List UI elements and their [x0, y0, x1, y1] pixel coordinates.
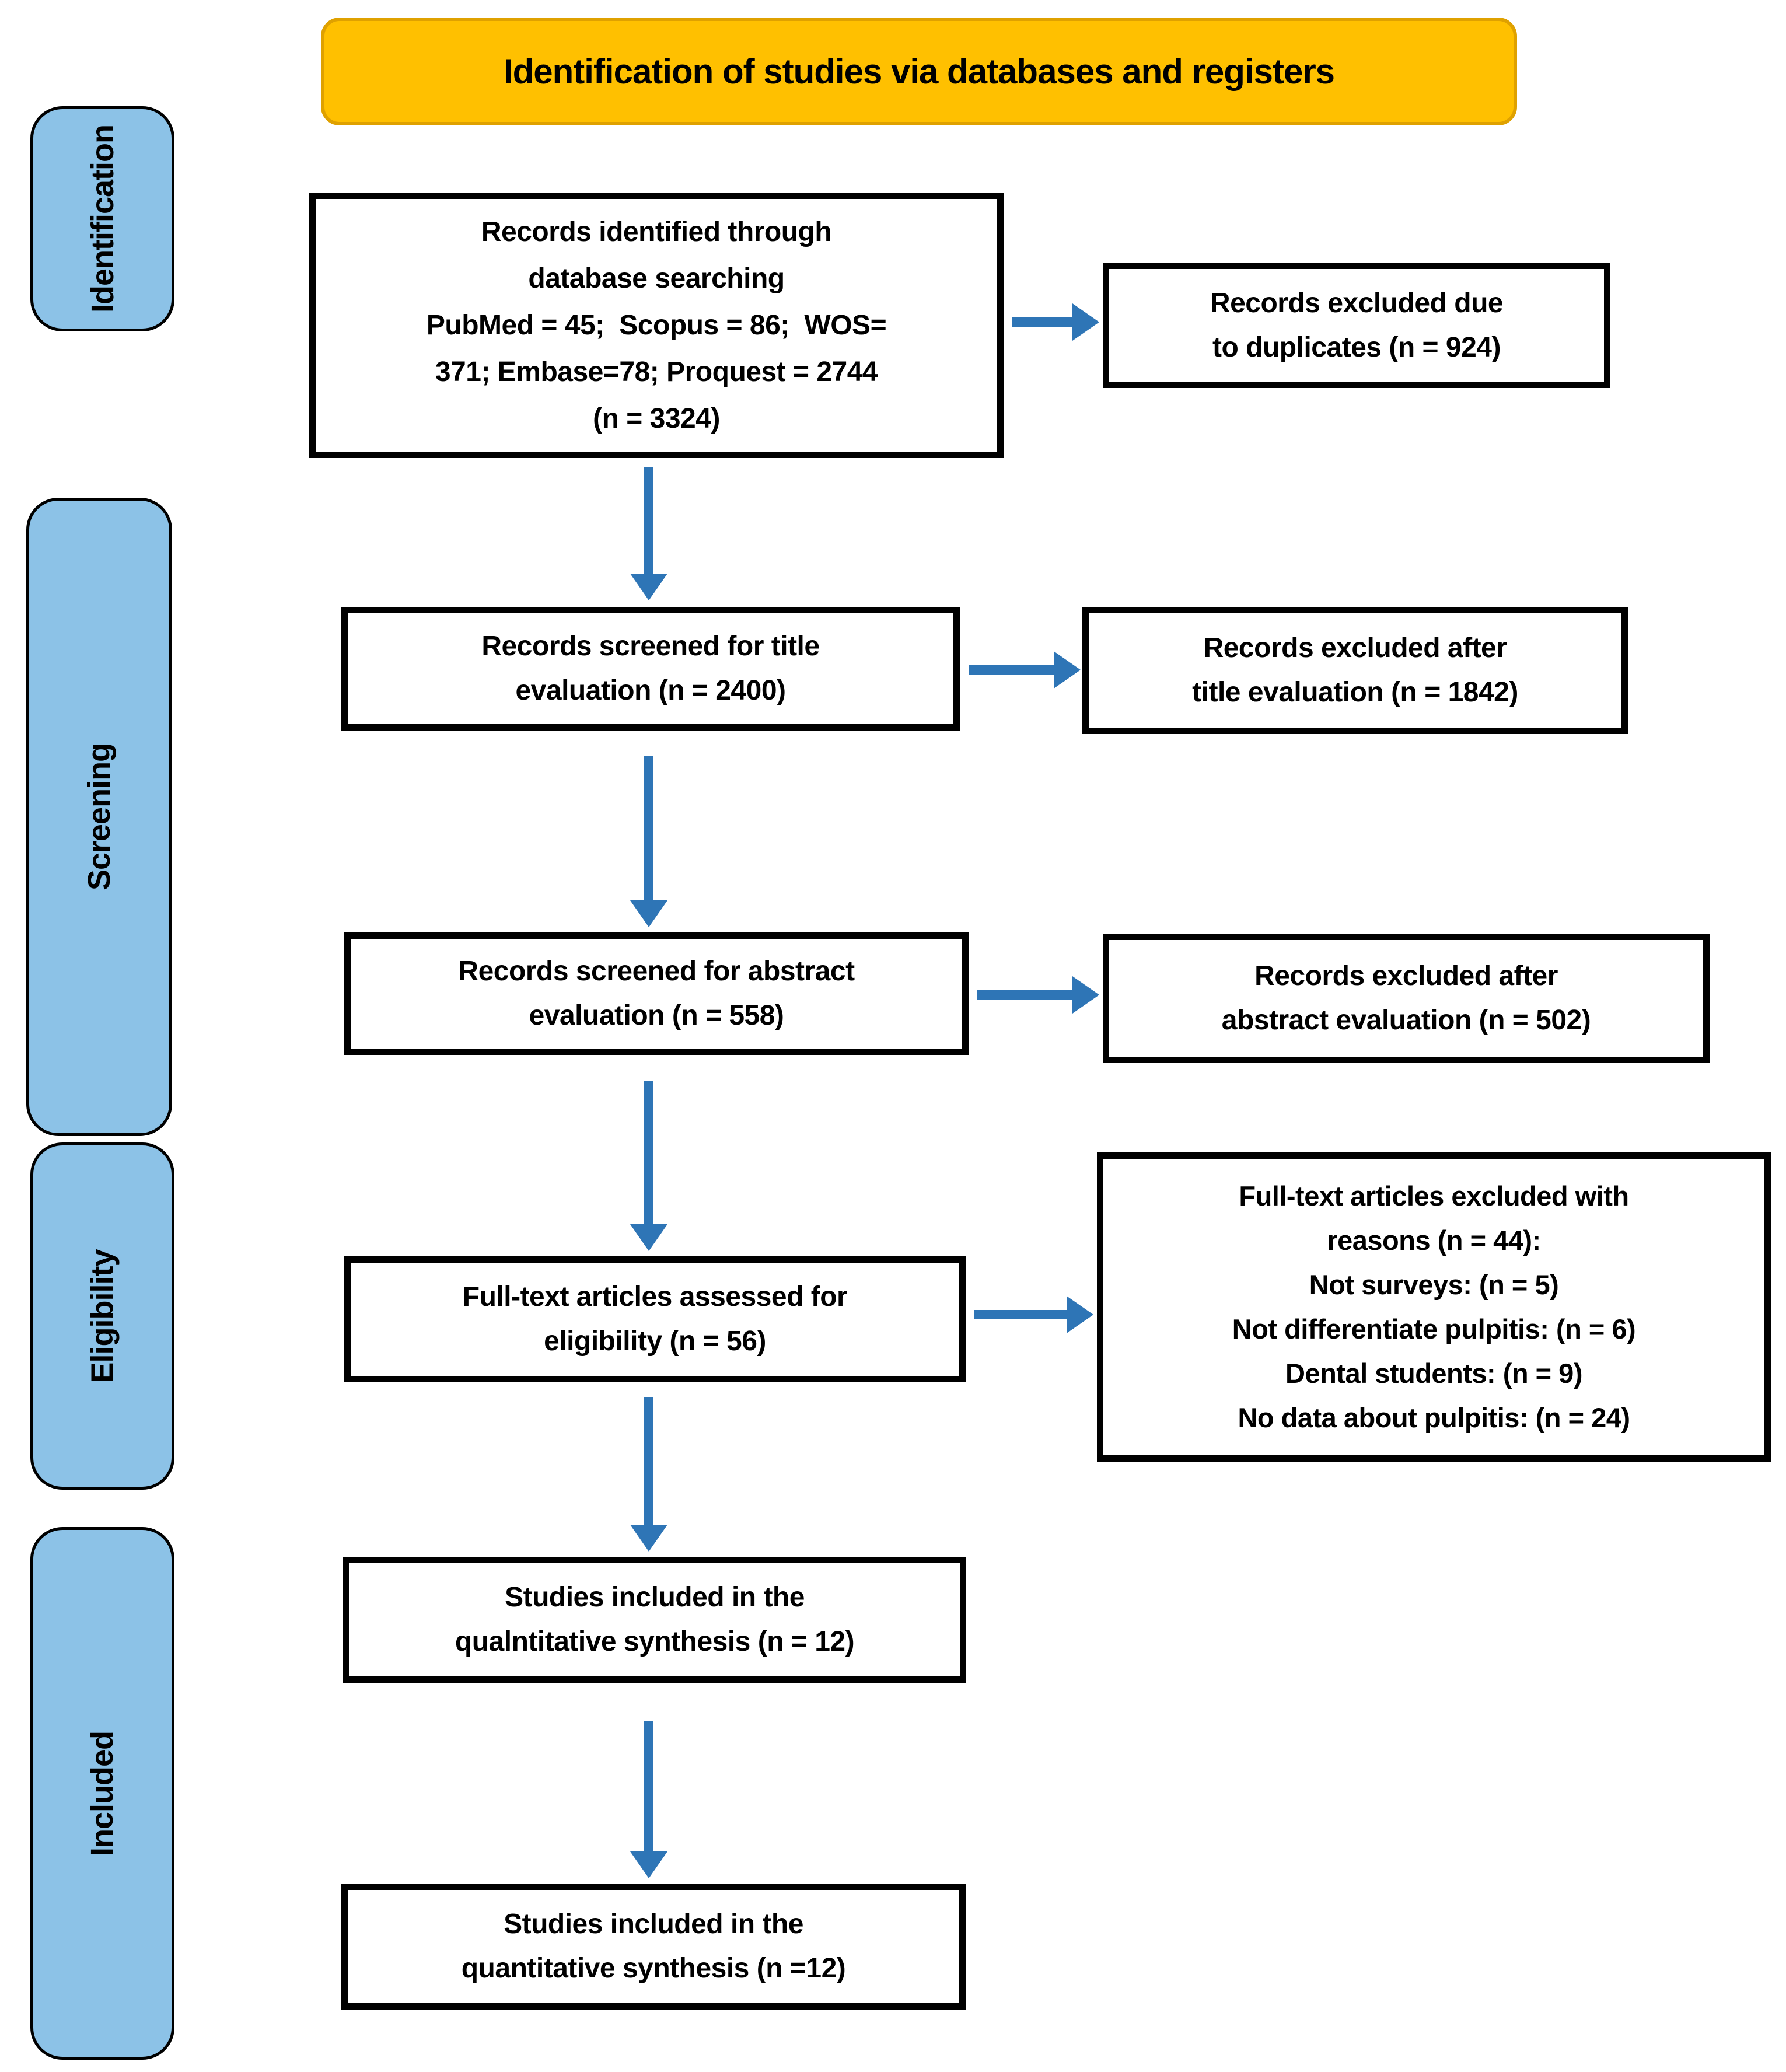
- text-line: Studies included in the: [504, 1909, 803, 1940]
- title-banner: Identification of studies via databases …: [321, 18, 1517, 125]
- text-line: Studies included in the: [505, 1582, 805, 1613]
- text-line: to duplicates (n = 924): [1212, 331, 1501, 363]
- box-fulltext-assessed: Full-text articles assessed for eligibili…: [344, 1256, 966, 1382]
- stage-identification: Identification: [30, 106, 174, 331]
- box-excluded-duplicates: Records excluded due to duplicates (n = 9…: [1103, 263, 1610, 388]
- arrow-right-to-fulltext-excluded: [974, 1310, 1068, 1319]
- box-screened-title: Records screened for title evaluation (n …: [341, 607, 960, 731]
- box-included-quantitative: Studies included in the quantitative synt…: [341, 1884, 966, 2010]
- box-included-qualitative: Studies included in the qualntitative syn…: [343, 1557, 966, 1683]
- text-line: qualntitative synthesis (n = 12): [455, 1626, 855, 1657]
- box-fulltext-excluded: Full-text articles excluded with reasons …: [1097, 1152, 1771, 1462]
- text-line: Full-text articles excluded with: [1239, 1180, 1629, 1211]
- box-screened-abstract: Records screened for abstract evaluation …: [344, 932, 969, 1055]
- text-line: evaluation (n = 558): [529, 1000, 784, 1031]
- box-excluded-abstract: Records excluded after abstract evaluatio…: [1103, 934, 1710, 1063]
- text-line: eligibility (n = 56): [544, 1326, 766, 1357]
- box-records-identified: Records identified through database searc…: [309, 193, 1004, 458]
- text-line: Records screened for title: [481, 631, 820, 662]
- box-excluded-title: Records excluded after title evaluation (…: [1082, 607, 1628, 734]
- text-line: Records excluded due: [1210, 287, 1504, 319]
- stage-eligibility: Eligibility: [30, 1142, 174, 1490]
- arrow-right-to-title-excluded: [969, 665, 1055, 675]
- stage-screening: Screening: [26, 498, 172, 1136]
- text-line: Full-text articles assessed for: [462, 1281, 848, 1312]
- text-line: quantitative synthesis (n =12): [461, 1953, 846, 1984]
- text-line: Records screened for abstract: [458, 956, 855, 987]
- text-line: No data about pulpitis: (n = 24): [1238, 1402, 1630, 1433]
- arrow-right-to-abstract-excluded: [977, 990, 1074, 1000]
- arrow-right-to-duplicates-excluded: [1012, 317, 1074, 327]
- arrow-down-identified-to-title-screen: [644, 467, 653, 575]
- text-line: Not surveys: (n = 5): [1309, 1269, 1559, 1300]
- text-line: PubMed = 45; Scopus = 86; WOS=: [426, 309, 887, 341]
- stage-included-label: Included: [85, 1731, 120, 1856]
- text-line: Records excluded after: [1203, 633, 1507, 663]
- text-line: Dental students: (n = 9): [1285, 1358, 1582, 1389]
- text-line: title evaluation (n = 1842): [1192, 677, 1518, 708]
- stage-screening-label: Screening: [82, 743, 117, 891]
- arrow-down-abstract-to-fulltext: [644, 1081, 653, 1225]
- text-line: (n = 3324): [593, 403, 720, 434]
- text-line: Records excluded after: [1254, 960, 1558, 991]
- text-line: database searching: [528, 263, 785, 294]
- text-line: Not differentiate pulpitis: (n = 6): [1232, 1313, 1636, 1344]
- stage-identification-label: Identification: [85, 125, 120, 313]
- stage-included: Included: [30, 1527, 174, 2060]
- arrow-down-qualitative-to-quantitative: [644, 1721, 653, 1853]
- title-banner-text: Identification of studies via databases …: [503, 52, 1335, 91]
- text-line: reasons (n = 44):: [1327, 1225, 1541, 1256]
- arrow-down-fulltext-to-qualitative: [644, 1397, 653, 1526]
- text-line: abstract evaluation (n = 502): [1221, 1005, 1591, 1036]
- text-line: 371; Embase=78; Proquest = 2744: [435, 356, 878, 387]
- stage-eligibility-label: Eligibility: [85, 1249, 120, 1383]
- text-line: evaluation (n = 2400): [515, 675, 786, 706]
- arrow-down-title-to-abstract-screen: [644, 756, 653, 902]
- text-line: Records identified through: [481, 216, 832, 247]
